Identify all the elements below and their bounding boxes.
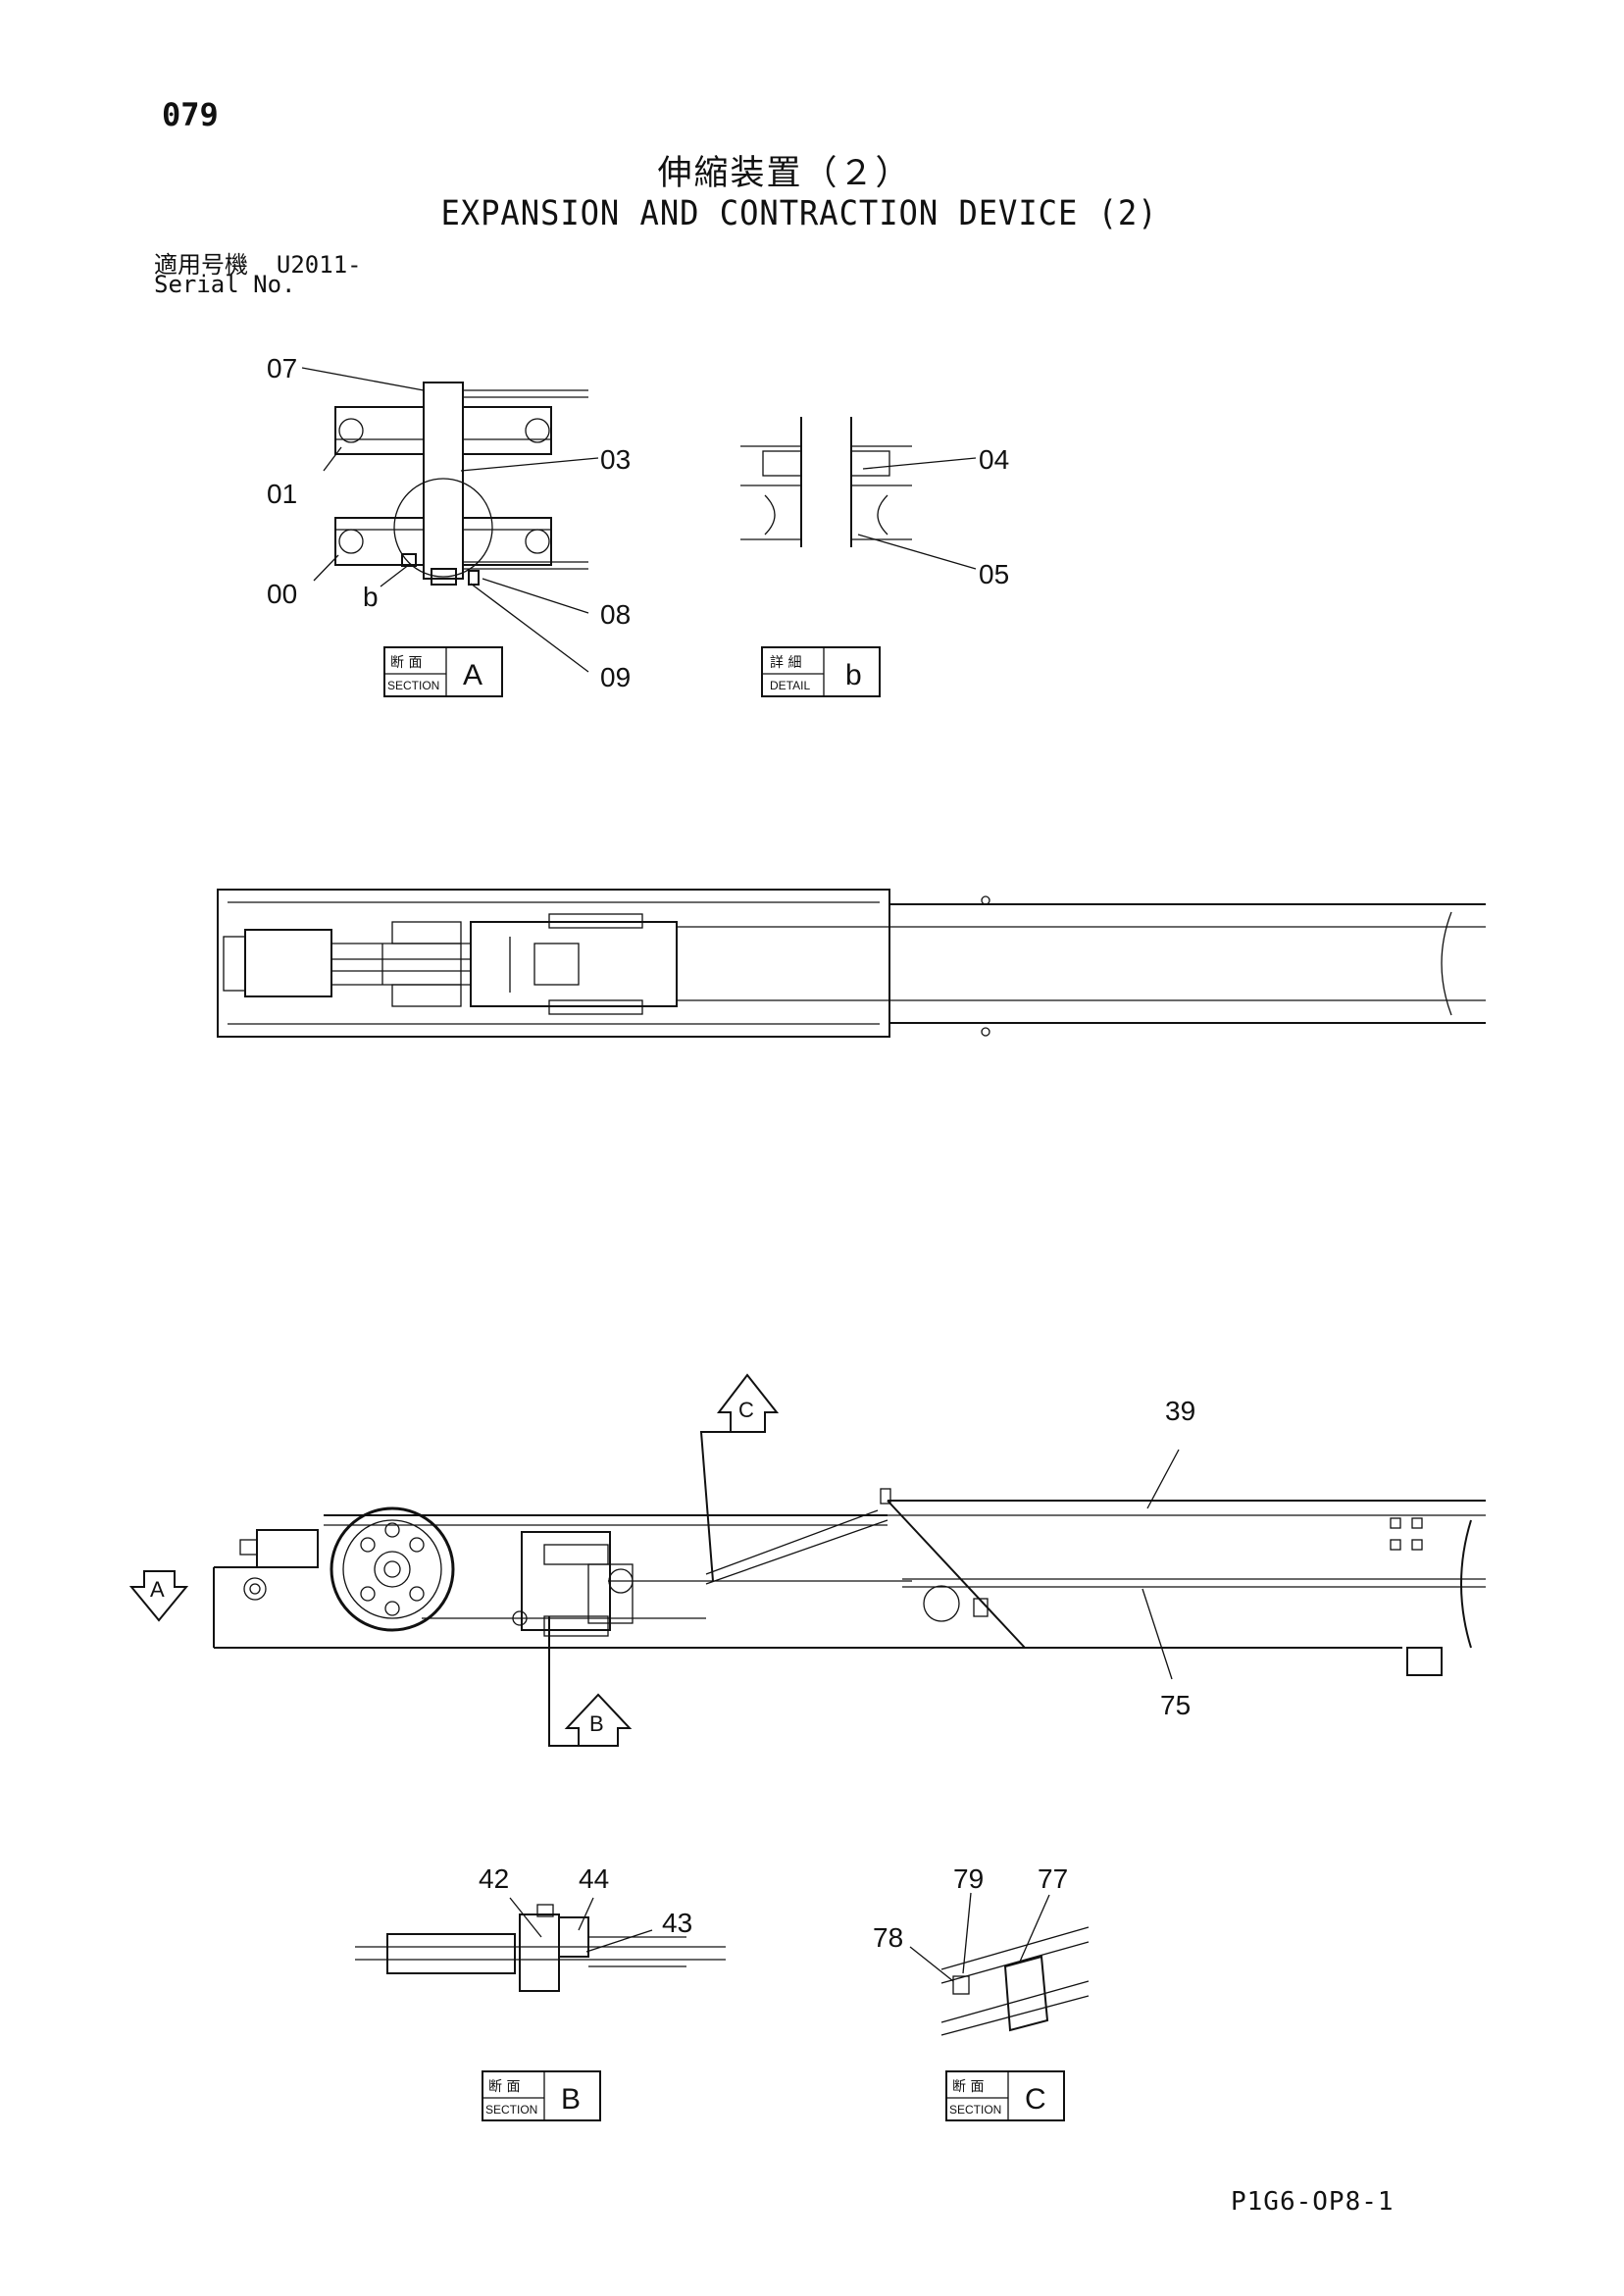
svg-text:詳 細: 詳 細 [770,655,801,671]
svg-text:DETAIL: DETAIL [770,679,810,692]
serial-value: U2011- [276,251,362,279]
svg-text:断 面: 断 面 [952,2079,984,2095]
serial-line-jp: 適用号機 U2011- [154,245,362,280]
svg-text:SECTION: SECTION [949,2103,1001,2117]
callout-42: 42 [479,1863,509,1894]
plan-view [217,889,1486,1038]
svg-text:B: B [561,2083,581,2116]
title-english: EXPANSION AND CONTRACTION DEVICE (2) [440,194,1158,233]
callout-01: 01 [267,479,297,509]
callout-00: 00 [267,579,297,609]
serial-label-en: Serial No. [154,271,296,298]
callout-05: 05 [979,559,1009,589]
callout-09: 09 [600,662,631,692]
callout-04: 04 [979,444,1009,475]
section-c-tag: 断 面 SECTION C [945,2070,1065,2121]
callout-43: 43 [662,1908,692,1938]
page-number: 079 [162,96,219,133]
callout-b: b [363,582,379,612]
svg-text:SECTION: SECTION [387,679,439,692]
svg-text:A: A [463,659,482,691]
callout-08: 08 [600,599,631,630]
detail-b-view: 04 05 詳 細 DETAIL b [740,417,1009,697]
section-a-view: 07 01 03 00 b 08 09 断 面 SECTION A [267,353,631,697]
detail-b-tag: 詳 細 DETAIL b [761,646,881,697]
callout-03: 03 [600,444,631,475]
svg-text:SECTION: SECTION [485,2103,537,2117]
view-arrow-a-label: A [150,1577,165,1602]
view-arrow-c-label: C [738,1398,754,1422]
svg-text:断 面: 断 面 [488,2079,520,2095]
svg-text:C: C [1025,2083,1046,2116]
view-arrow-b-label: B [589,1711,604,1736]
side-view: A B C 39 75 [128,1373,1486,1747]
callout-44: 44 [579,1863,609,1894]
callout-39: 39 [1165,1396,1195,1426]
svg-text:b: b [845,659,862,691]
callout-07: 07 [267,353,297,383]
title-japanese: 伸縮装置（２） [657,154,912,193]
svg-text:断 面: 断 面 [390,655,422,671]
section-a-tag: 断 面 SECTION A [383,646,503,697]
callout-75: 75 [1160,1690,1191,1720]
callout-78: 78 [873,1922,903,1953]
callout-77: 77 [1038,1863,1068,1894]
section-b-view: 42 44 43 断 面 SECTION B [355,1863,726,2121]
serial-label-jp: 適用号機 [154,251,248,279]
drawing-code: P1G6-OP8-1 [1231,2187,1395,2217]
callout-79: 79 [953,1863,984,1894]
section-b-tag: 断 面 SECTION B [482,2070,601,2121]
section-c-view: 79 77 78 断 面 SECTION C [873,1863,1090,2121]
